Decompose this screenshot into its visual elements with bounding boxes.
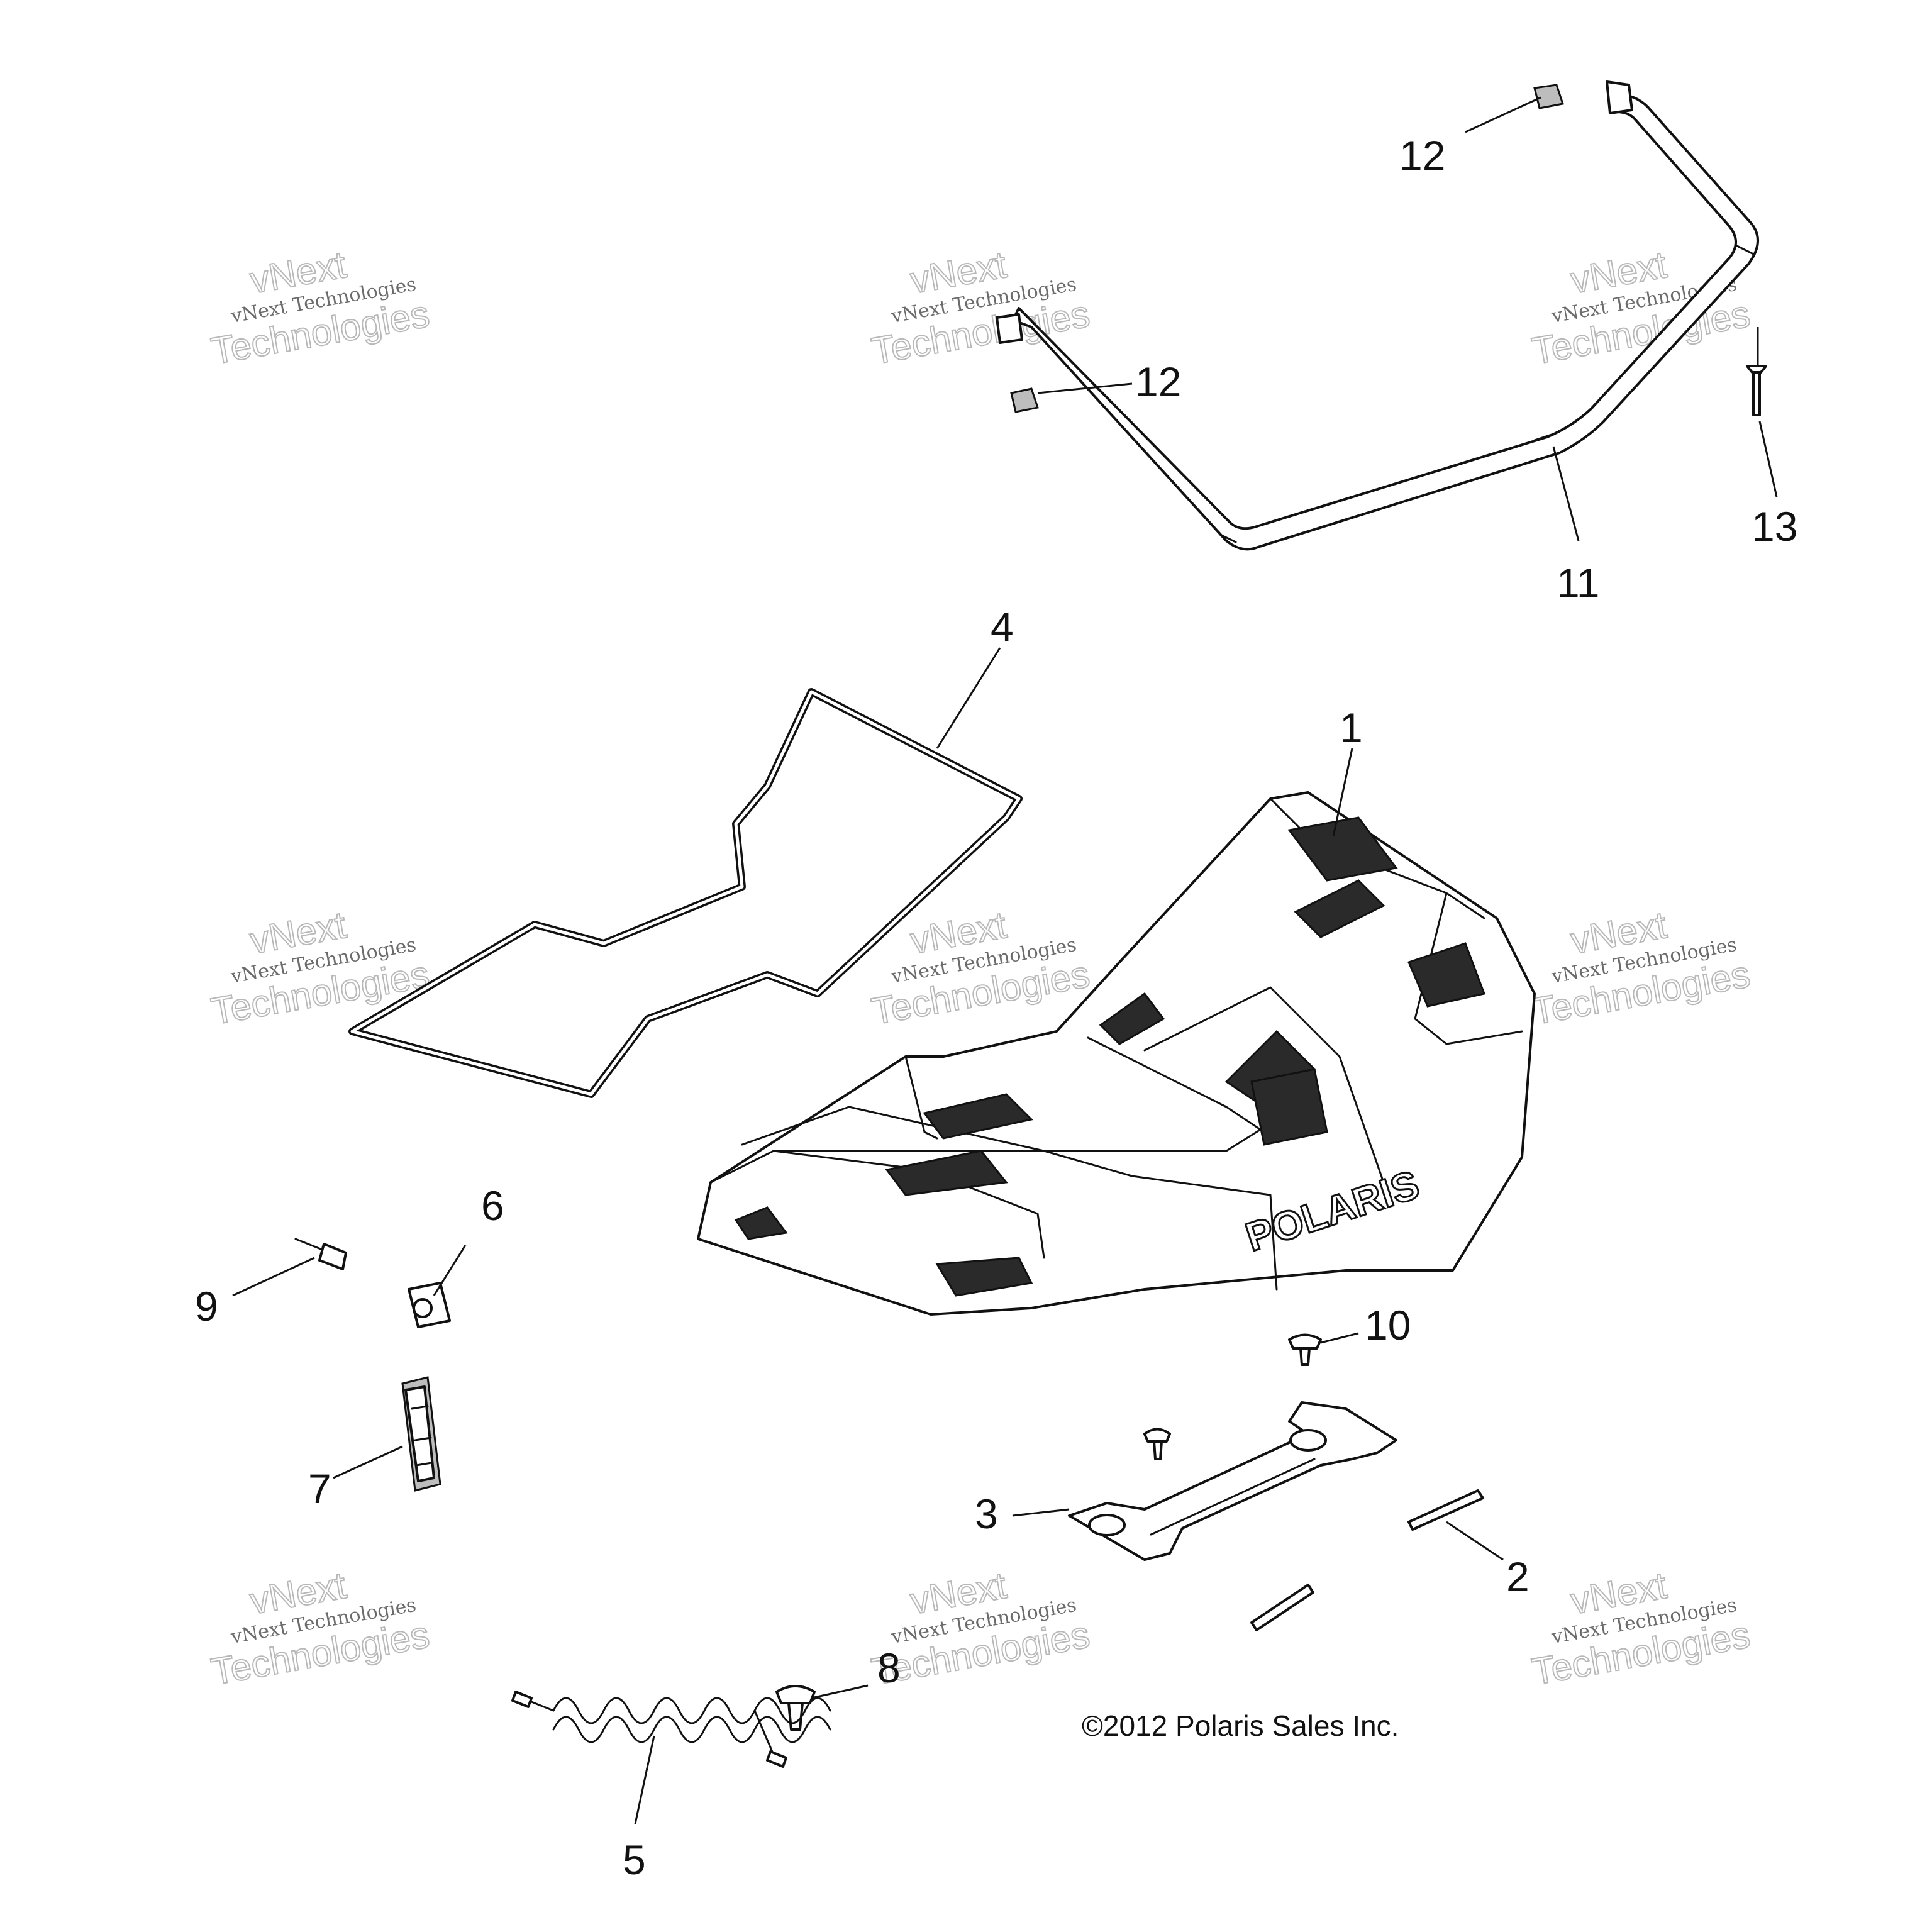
- watermark: vNext vNext Technologies Technologies: [1528, 903, 1754, 1033]
- callout-3: 3: [975, 1491, 998, 1537]
- leader-9: [232, 1257, 315, 1297]
- callout-10: 10: [1365, 1302, 1411, 1348]
- leader-10: [1320, 1332, 1359, 1344]
- leader-2: [1446, 1521, 1504, 1561]
- leader-lines: [232, 96, 1778, 1824]
- rack-cover-part-1: POLARIS: [697, 791, 1536, 1316]
- callout-6: 6: [481, 1182, 504, 1229]
- leader-5: [634, 1735, 655, 1824]
- clip-part-6: [408, 1282, 451, 1328]
- leader-11: [1552, 446, 1580, 541]
- callout-11: 11: [1557, 560, 1600, 606]
- watermark: vNext vNext Technologies Technologies: [868, 903, 1094, 1033]
- latch-bracket-part-7: [401, 1376, 441, 1492]
- leader-12b: [1037, 382, 1133, 394]
- rack-rail-part-11: [996, 80, 1759, 551]
- leader-3: [1012, 1508, 1070, 1517]
- spring-part-5: [511, 1690, 831, 1768]
- screw-part-10: [1288, 1333, 1322, 1366]
- leader-1: [1332, 748, 1353, 837]
- watermark: vNext vNext Technologies Technologies: [208, 903, 433, 1033]
- pin-part-9: [294, 1238, 347, 1270]
- watermark: vNext vNext Technologies Technologies: [1528, 1563, 1754, 1694]
- callout-8: 8: [877, 1645, 901, 1691]
- push-nut-part-12-lower: [1010, 387, 1039, 413]
- callout-12-lower: 12: [1135, 358, 1181, 405]
- callout-12-upper: 12: [1399, 132, 1445, 179]
- screw-part-13: [1746, 365, 1767, 416]
- seal-part-4: [348, 688, 1023, 1098]
- callout-1: 1: [1340, 704, 1363, 751]
- leader-13b: [1758, 421, 1778, 497]
- leader-12a: [1465, 96, 1541, 133]
- callout-2: 2: [1506, 1553, 1530, 1600]
- callout-9: 9: [195, 1283, 218, 1330]
- callout-13: 13: [1752, 503, 1797, 550]
- callouts: 1 2 3 4 5 6 7 8 9 10 11 12 12 13: [195, 132, 1797, 1883]
- copyright-notice: ©2012 Polaris Sales Inc.: [1082, 1709, 1399, 1742]
- callout-7: 7: [308, 1465, 331, 1512]
- leader-6: [433, 1245, 467, 1296]
- callout-5: 5: [623, 1836, 646, 1883]
- bracket-part-3: [1068, 1401, 1397, 1561]
- callout-4: 4: [991, 604, 1014, 650]
- push-nut-part-12-upper: [1533, 84, 1564, 109]
- watermark: vNext vNext Technologies Technologies: [208, 243, 433, 373]
- leader-7: [333, 1445, 403, 1479]
- pin-part-2: [1250, 1489, 1484, 1631]
- watermark: vNext vNext Technologies Technologies: [208, 1563, 433, 1694]
- watermark: vNext vNext Technologies Technologies: [1528, 243, 1754, 373]
- leader-4: [936, 647, 1001, 749]
- leader-8: [811, 1684, 869, 1699]
